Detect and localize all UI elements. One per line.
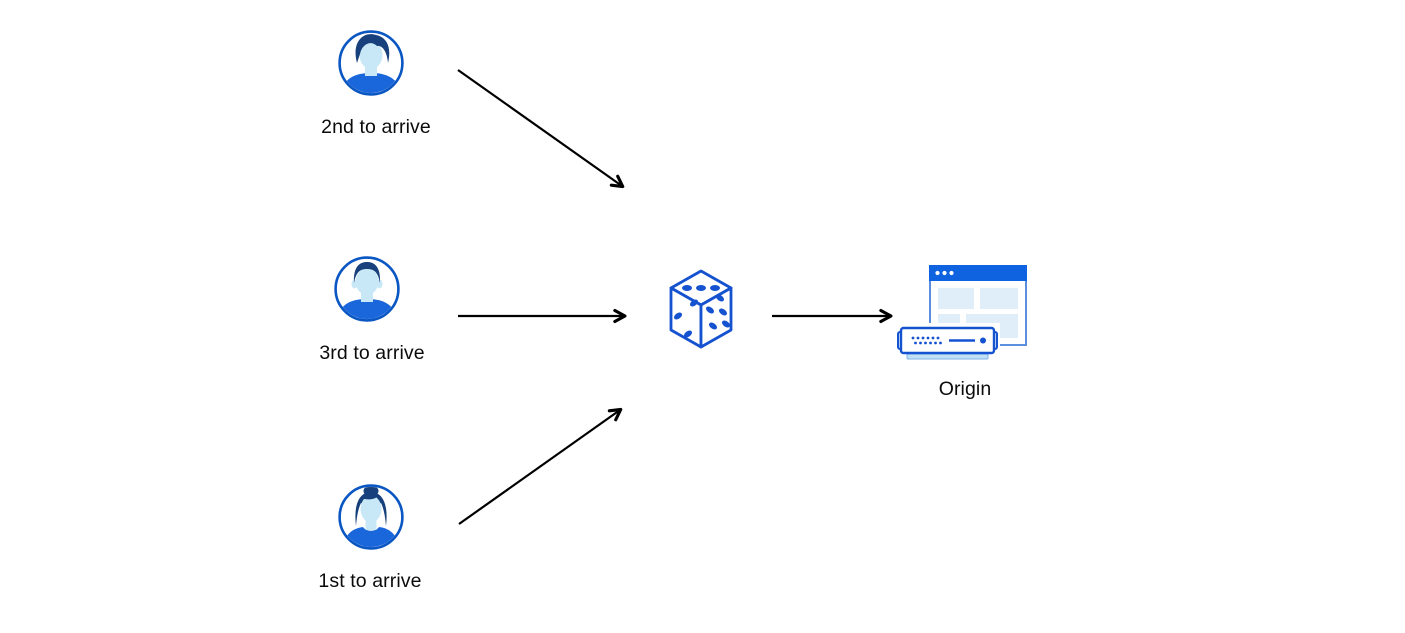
- arrow-user1-to-dice: [458, 407, 623, 525]
- user-avatar-man-swept-hair-icon: [338, 30, 404, 96]
- origin-server-icon: [896, 265, 1027, 361]
- user-avatar-man-flat-top-icon: [334, 256, 400, 322]
- user-avatar-woman-bun-icon: [338, 484, 404, 550]
- server-box-icon: [896, 323, 1000, 361]
- origin-node: [896, 264, 1028, 364]
- origin-label: Origin: [938, 378, 992, 400]
- user-label-3rd: 3rd to arrive: [319, 342, 425, 364]
- dice-icon: [669, 269, 733, 349]
- arrow-user2-to-dice: [457, 69, 625, 189]
- user-label-2nd: 2nd to arrive: [321, 116, 431, 138]
- user-label-1st: 1st to arrive: [318, 570, 422, 592]
